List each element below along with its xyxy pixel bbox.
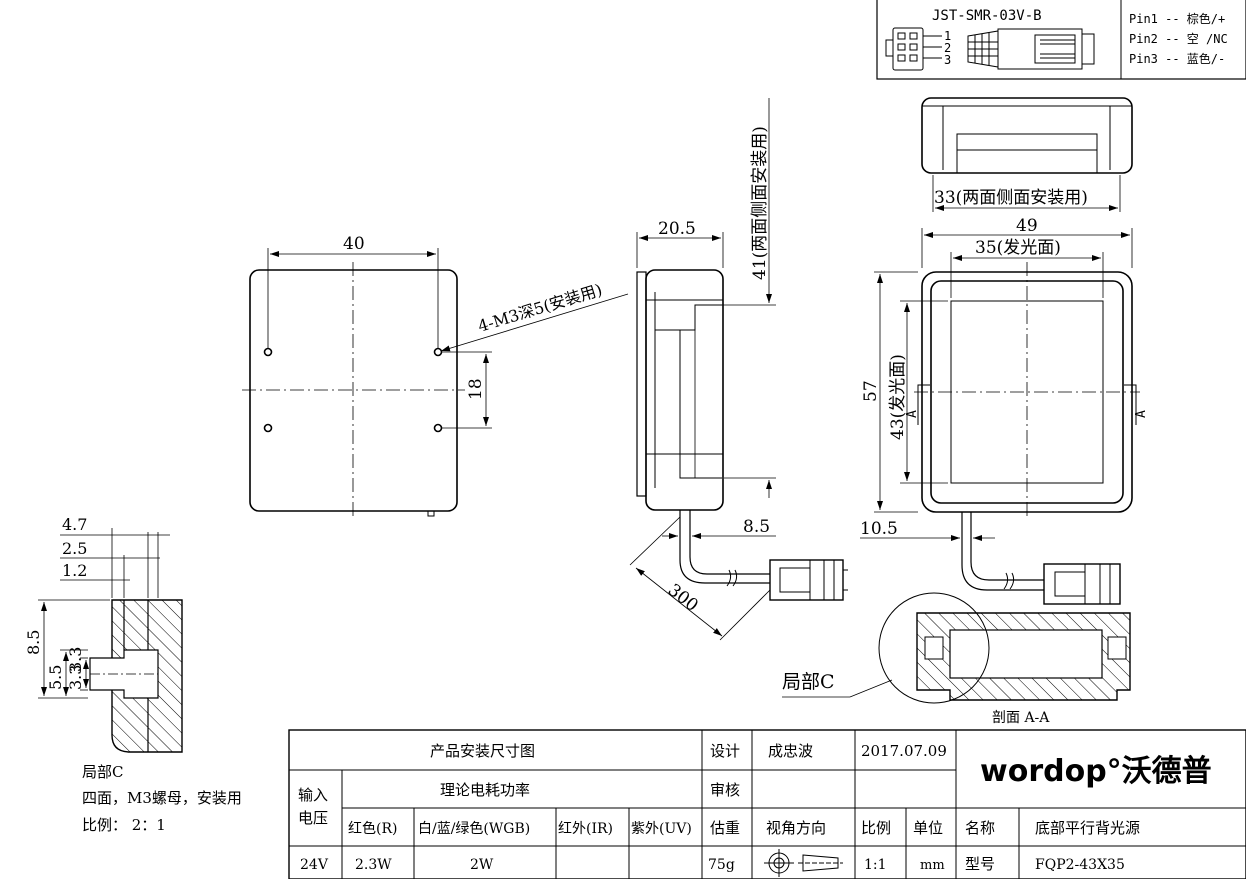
input-voltage-label-1: 输入: [298, 786, 328, 804]
detail-c-view: [38, 528, 183, 753]
dimension-40: 40: [343, 234, 365, 254]
detail-note-1: 局部C: [82, 763, 123, 781]
projection-symbol-icon: [764, 849, 843, 877]
section-mark-right: A: [1134, 410, 1149, 418]
col-uv: 紫外(UV): [631, 821, 692, 837]
pin-number-3: 3: [944, 53, 951, 67]
detail-note-2: 四面，M3螺母，安装用: [82, 789, 242, 807]
mounting-hole: [433, 423, 443, 433]
mounting-hole: [433, 347, 443, 357]
detail-dim-4-7: 4.7: [62, 515, 87, 534]
dimension-300: 300: [664, 580, 702, 616]
detail-dim-3-3b: 3.3: [66, 665, 85, 690]
detail-dim-3-3a: 3.3: [66, 647, 85, 672]
dimension-57: 57: [861, 380, 881, 402]
drawing-title: 产品安装尺寸图: [430, 742, 535, 760]
name-label: 名称: [965, 819, 995, 837]
pin-number-1: 1: [944, 29, 951, 43]
col-wgb: 白/蓝/绿色(WGB): [418, 820, 530, 837]
mounting-hole: [263, 347, 273, 357]
connector-side-icon: [967, 28, 1095, 70]
dimension-43: 43(发光面): [888, 354, 908, 440]
dimension-20-5: 20.5: [658, 219, 696, 239]
title-block: [288, 729, 1246, 879]
brand-logo: wordop°沃德普: [980, 754, 1212, 789]
pin1-label: Pin1 -- 棕色/+: [1129, 11, 1225, 26]
detail-dim-5-5: 5.5: [46, 665, 65, 690]
view-label: 视角方向: [766, 819, 826, 837]
power-red-value: 2.3W: [355, 857, 392, 873]
review-label: 审核: [710, 781, 740, 799]
unit-label: 单位: [913, 819, 943, 837]
designer-name: 成忠波: [768, 742, 813, 760]
connector-model: JST-SMR-03V-B: [932, 8, 1042, 24]
scale-label: 比例: [861, 819, 891, 837]
col-ir: 红外(IR): [558, 821, 613, 837]
product-name: 底部平行背光源: [1035, 819, 1140, 837]
col-red: 红色(R): [348, 820, 397, 837]
design-label: 设计: [710, 742, 740, 760]
section-mark-left: A: [905, 410, 920, 418]
side-view: [629, 98, 848, 641]
unit-value: mm: [920, 858, 945, 873]
detail-dim-2-5: 2.5: [62, 539, 87, 558]
power-wgb-value: 2W: [470, 857, 494, 873]
voltage-value: 24V: [300, 857, 329, 873]
mounting-hole: [263, 423, 273, 433]
title-block-text: 产品安装尺寸图 设计 成忠波 2017.07.09 审核 输入 电压 理论电耗功…: [298, 742, 1212, 873]
front-view: 40 18 4-M3深5(安装用): [242, 234, 629, 518]
detail-dim-1-2: 1.2: [62, 561, 87, 580]
top-view: [921, 97, 1133, 212]
pin-number-2: 2: [944, 41, 951, 55]
dimension-35: 35(发光面): [975, 238, 1061, 258]
thread-note: 4-M3深5(安装用): [476, 280, 605, 336]
weight-value: 75g: [708, 857, 735, 873]
section-a-a: [782, 592, 1131, 704]
connector-info-box: JST-SMR-03V-B 1 2 3 Pin1 -- 棕色/+ Pin2: [876, 0, 1246, 80]
section-label: 剖面 A-A: [992, 710, 1050, 726]
pin3-label: Pin3 -- 蓝色/-: [1129, 52, 1225, 66]
detail-note-3: 比例： 2：1: [82, 816, 166, 834]
dimension-18: 18: [466, 378, 486, 400]
model-value: FQP2-43X35: [1035, 857, 1125, 873]
detail-c-label: 局部C: [782, 671, 835, 693]
input-voltage-label-2: 电压: [298, 809, 328, 827]
model-label: 型号: [965, 855, 995, 873]
connector-front-icon: [885, 27, 942, 71]
dimension-49: 49: [1016, 216, 1038, 236]
scale-value: 1:1: [864, 857, 887, 873]
dimension-33: 33(两面侧面安装用): [934, 188, 1088, 208]
power-label: 理论电耗功率: [440, 781, 530, 799]
pin2-label: Pin2 -- 空 /NC: [1129, 32, 1228, 46]
bottom-view: [860, 228, 1140, 605]
dimension-8-5: 8.5: [743, 517, 770, 537]
design-date: 2017.07.09: [861, 742, 947, 760]
detail-dim-8-5: 8.5: [24, 630, 43, 655]
dimension-10-5: 10.5: [860, 519, 898, 539]
dimension-41: 41(两面侧面安装用): [750, 126, 770, 280]
weight-label: 估重: [710, 819, 740, 837]
